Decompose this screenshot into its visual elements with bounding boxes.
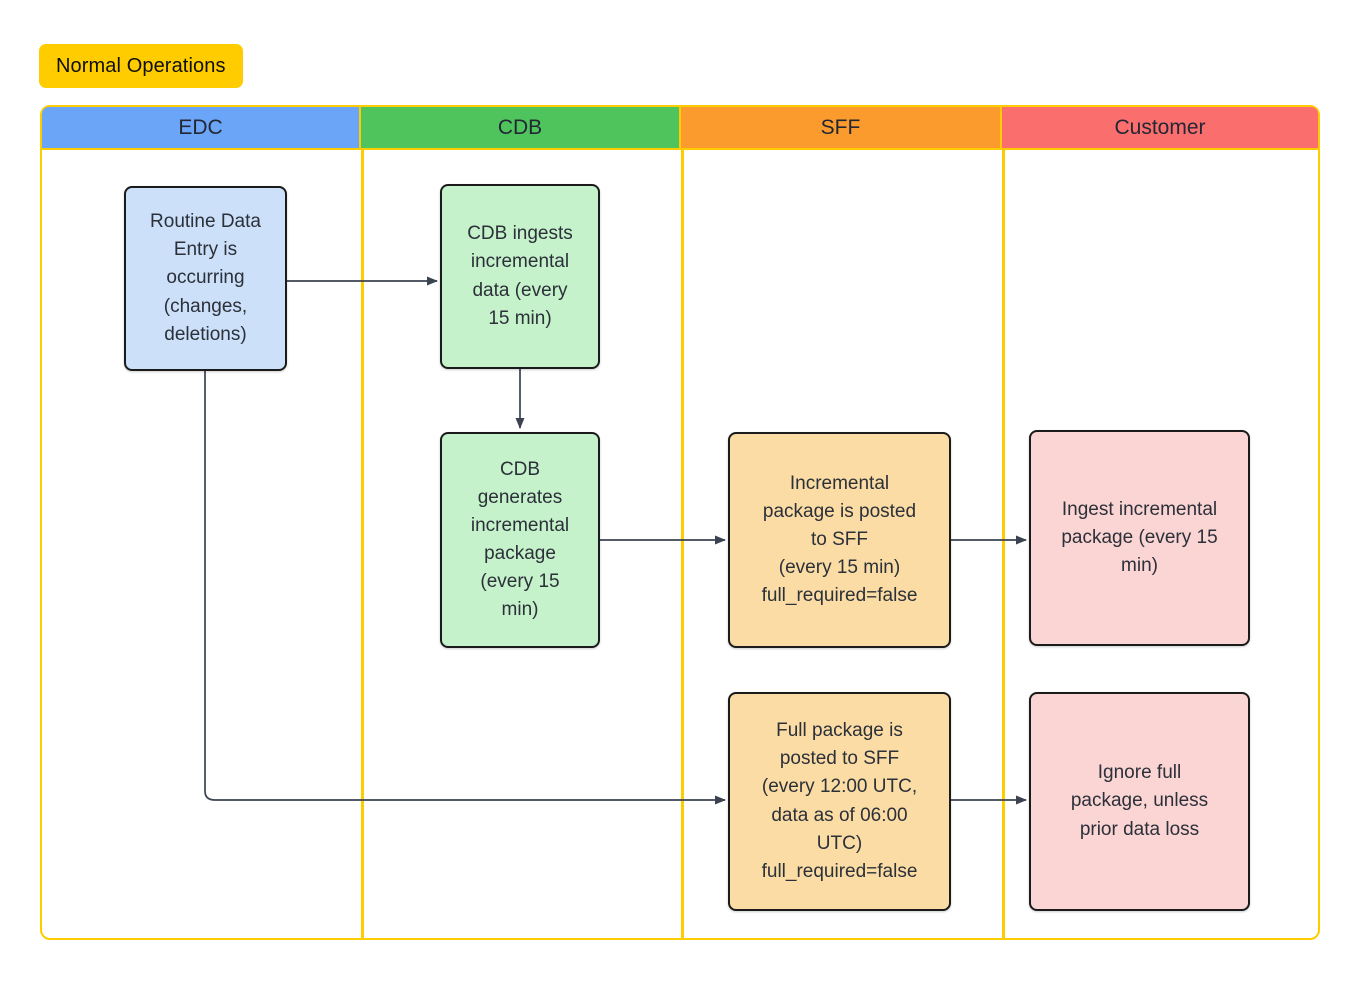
node-ingest-incremental[interactable]: Ingest incremental package (every 15 min… — [1029, 430, 1250, 646]
lane-divider-sff-customer — [1002, 150, 1005, 938]
lane-header-customer: Customer — [1002, 107, 1318, 148]
lane-header-edc: EDC — [42, 107, 361, 148]
node-incremental-posted[interactable]: Incremental package is posted to SFF (ev… — [728, 432, 951, 648]
lane-header-cdb: CDB — [361, 107, 681, 148]
diagram-title-badge: Normal Operations — [39, 44, 243, 88]
lane-header-sff: SFF — [681, 107, 1002, 148]
lane-divider-cdb-sff — [681, 150, 684, 938]
node-cdb-ingests[interactable]: CDB ingests incremental data (every 15 m… — [440, 184, 600, 369]
node-cdb-generates[interactable]: CDB generates incremental package (every… — [440, 432, 600, 648]
node-full-posted[interactable]: Full package is posted to SFF (every 12:… — [728, 692, 951, 911]
node-routine-data-entry[interactable]: Routine Data Entry is occurring (changes… — [124, 186, 287, 371]
node-ignore-full[interactable]: Ignore full package, unless prior data l… — [1029, 692, 1250, 911]
swimlane-header-row: EDC CDB SFF Customer — [42, 107, 1318, 150]
lane-divider-edc-cdb — [361, 150, 364, 938]
